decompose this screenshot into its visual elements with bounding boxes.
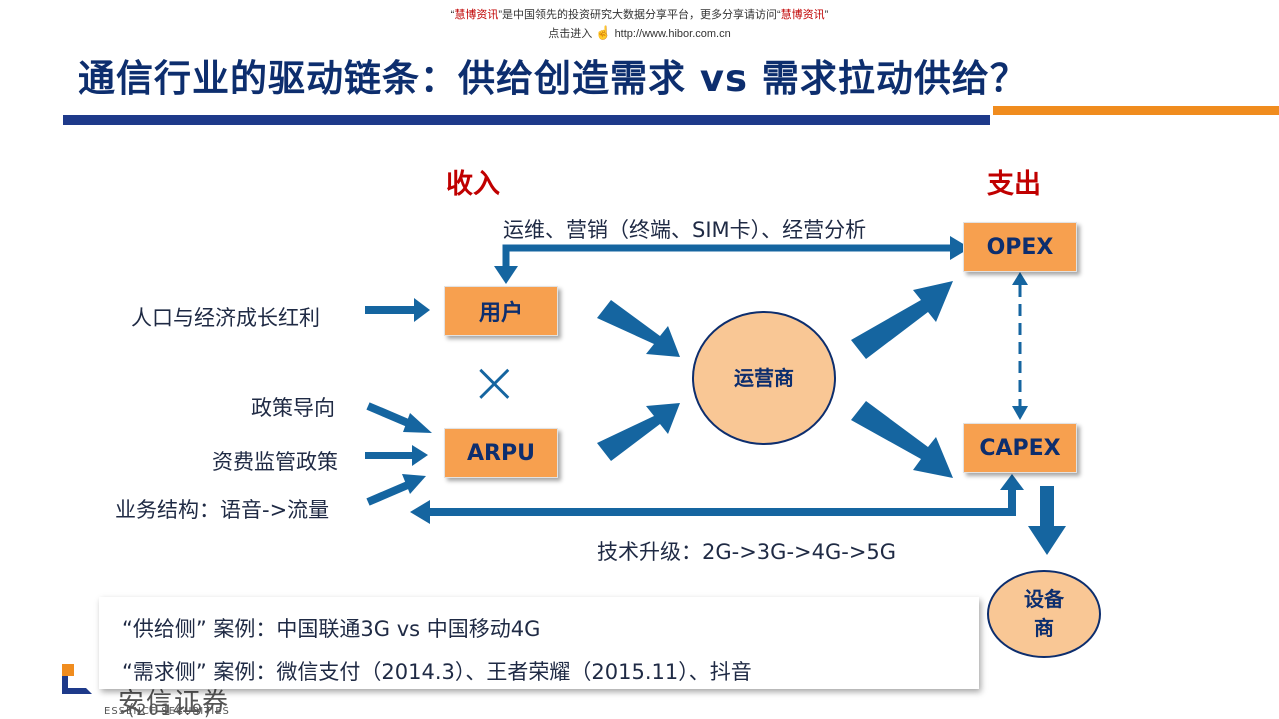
watermark-line-2[interactable]: 点击进入 ☝ http://www.hibor.com.cn bbox=[548, 25, 731, 40]
structure-label: 业务结构：语音->流量 bbox=[115, 498, 330, 522]
operator-to-opex-arrow bbox=[851, 281, 953, 359]
title-underline-blue bbox=[63, 115, 990, 125]
logo-partial-text: (2014.9) bbox=[128, 700, 213, 719]
policy-label: 政策导向 bbox=[251, 396, 335, 420]
company-logo-text: 安信证券 bbox=[118, 688, 231, 718]
watermark-line-1: “慧博资讯”是中国领先的投资研究大数据分享平台，更多分享请访问“慧博资讯” bbox=[450, 9, 829, 21]
users-node: 用户 bbox=[444, 286, 558, 336]
income-header: 收入 bbox=[446, 169, 500, 200]
opex-capex-dashed-arrow bbox=[1012, 272, 1028, 420]
tariff-label: 资费监管政策 bbox=[212, 450, 338, 474]
operator-node: 运营商 bbox=[692, 311, 836, 445]
capex-node: CAPEX bbox=[963, 423, 1077, 473]
company-logo-accent bbox=[62, 664, 74, 676]
top-loop-arrow bbox=[494, 236, 970, 284]
top-flow-label: 运维、营销（终端、SIM卡）、经营分析 bbox=[503, 218, 867, 242]
bottom-loop-arrow bbox=[410, 474, 1024, 524]
case-examples-box bbox=[99, 597, 979, 689]
watermark-url: http://www.hibor.com.cn bbox=[614, 28, 731, 40]
tech-label: 技术升级：2G->3G->4G->5G bbox=[597, 540, 897, 564]
tariff-arrow bbox=[365, 445, 428, 466]
title-underline-orange bbox=[993, 106, 1279, 115]
capex-to-equipment-arrow bbox=[1028, 486, 1066, 555]
company-logo-mark bbox=[62, 664, 92, 694]
expense-header: 支出 bbox=[987, 169, 1041, 200]
demand-side-case: “需求侧” 案例：微信支付（2014.3）、王者荣耀（2015.11）、抖音 bbox=[122, 660, 752, 684]
population-arrow bbox=[365, 298, 430, 322]
arpu-node: ARPU bbox=[444, 428, 558, 478]
multiply-sign: × bbox=[470, 348, 519, 416]
policy-arrow bbox=[366, 402, 432, 433]
users-to-operator-arrow bbox=[597, 300, 680, 357]
pointer-icon: ☝ bbox=[595, 25, 612, 40]
population-label: 人口与经济成长红利 bbox=[131, 306, 320, 330]
opex-node: OPEX bbox=[963, 222, 1077, 272]
structure-arrow bbox=[366, 474, 426, 506]
arpu-to-operator-arrow bbox=[597, 403, 680, 461]
supply-side-case: “供给侧” 案例：中国联通3G vs 中国移动4G bbox=[122, 617, 541, 641]
slide-title: 通信行业的驱动链条：供给创造需求 vs 需求拉动供给？ bbox=[78, 57, 1028, 100]
operator-to-capex-arrow bbox=[851, 401, 953, 478]
company-logo-subtext: ESSENCE SECURITIES bbox=[104, 706, 230, 717]
equipment-vendor-node: 设备商 bbox=[987, 570, 1101, 658]
